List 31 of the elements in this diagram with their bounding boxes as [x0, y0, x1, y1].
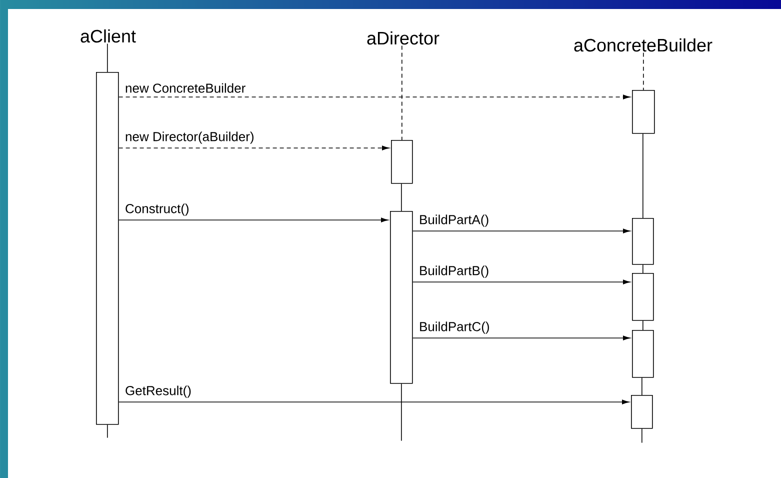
lifeline	[107, 43, 108, 72]
message-label: new Director(aBuilder)	[124, 130, 256, 145]
lifeline	[642, 133, 644, 218]
message-label: BuildPartB()	[418, 264, 490, 279]
message-label: BuildPartA()	[418, 214, 490, 228]
object-name: aConcreteBuilder	[574, 38, 712, 52]
lifeline	[401, 183, 402, 212]
activation-bar	[632, 273, 654, 321]
message-label: GetResult()	[124, 384, 192, 399]
message-arrow	[118, 146, 390, 150]
message-arrow	[118, 400, 630, 404]
message-arrow	[412, 228, 630, 234]
activation-bar	[632, 90, 655, 134]
message-label: Construct()	[124, 202, 190, 217]
message-arrow	[118, 94, 630, 100]
activation-bar	[390, 211, 413, 384]
object-name: aClient	[80, 29, 136, 43]
lifeline	[643, 52, 644, 90]
lifeline	[642, 264, 644, 274]
activation-bar	[96, 72, 119, 425]
activation-bar	[632, 218, 654, 265]
message-label: BuildPartC()	[418, 320, 491, 335]
lifeline	[642, 320, 644, 330]
activation-bar	[631, 395, 653, 429]
message-arrow	[412, 336, 630, 340]
activation-bar	[391, 140, 413, 184]
activation-bar	[632, 330, 654, 378]
message-arrow	[412, 280, 630, 284]
object-name: aDirector	[367, 31, 440, 45]
message-arrow	[118, 218, 388, 222]
message-label: new ConcreteBuilder	[124, 82, 247, 94]
